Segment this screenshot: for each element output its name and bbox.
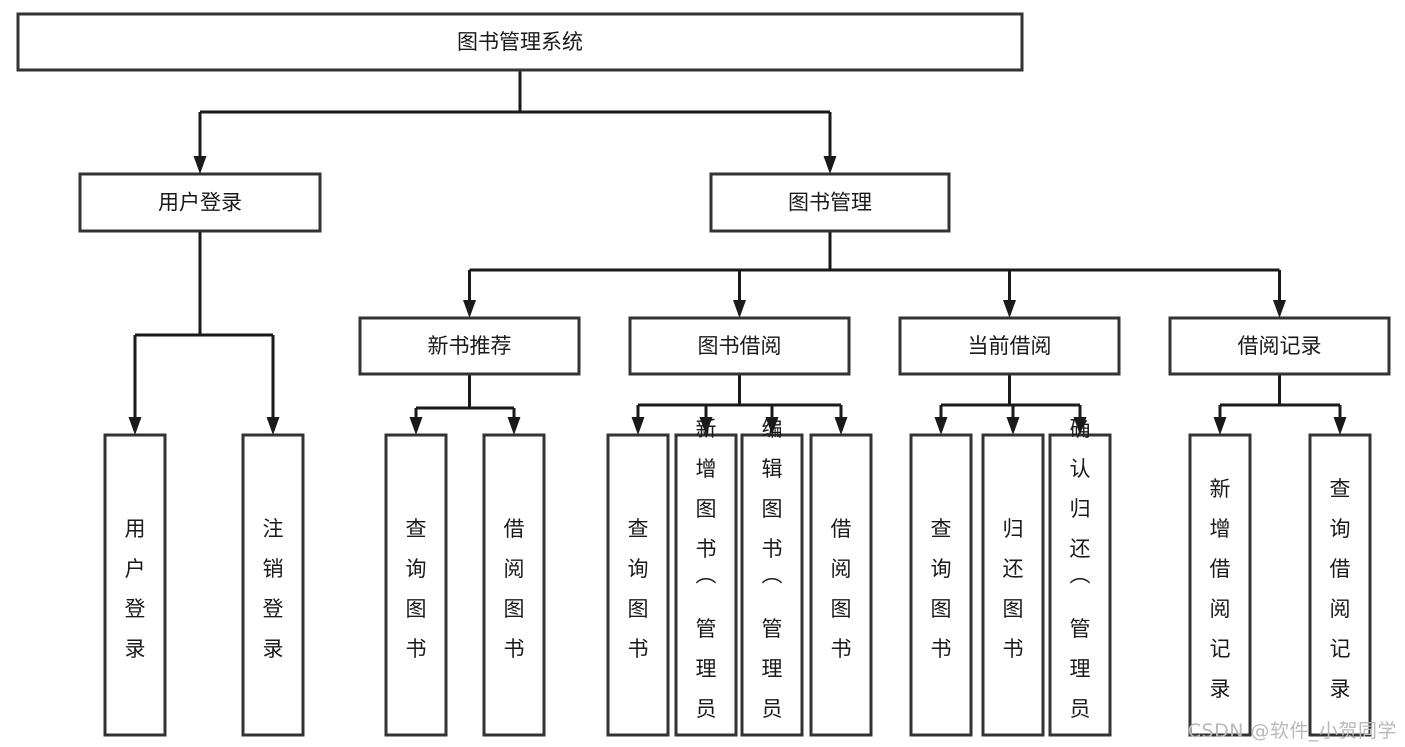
node-box-leaf-confirm-return[interactable] [1048, 433, 1112, 737]
node-leaf-edit-book[interactable]: 编辑图书⌒管理员⌢ [740, 417, 804, 747]
arrowhead-icon [1073, 417, 1087, 435]
node-leaf-confirm-return[interactable]: 确认归还⌒管理员⌢ [1048, 417, 1112, 747]
arrowhead-icon [699, 417, 713, 435]
node-label-borrow-record: 借阅记录 [1238, 334, 1322, 358]
node-leaf-add-book[interactable]: 新增图书⌒管理员⌢ [674, 417, 738, 747]
node-book-manage[interactable]: 图书管理 [709, 172, 951, 233]
node-box-leaf-user-login[interactable] [103, 433, 167, 737]
arrowhead-icon [934, 417, 948, 435]
node-label-leaf-user-login: 用户登录 [125, 517, 146, 661]
arrowhead-icon [834, 417, 848, 435]
node-label-leaf-logout: 注销登录 [263, 517, 284, 661]
node-label-new-book-rec: 新书推荐 [428, 334, 512, 358]
node-leaf-add-record[interactable]: 新增借阅记录 [1188, 433, 1252, 737]
node-box-user-login[interactable] [78, 172, 322, 233]
arrowhead-icon [409, 417, 423, 435]
node-leaf-logout[interactable]: 注销登录 [241, 433, 305, 737]
node-leaf-borrow-book-2[interactable]: 借阅图书 [809, 433, 873, 737]
arrowhead-icon [128, 417, 142, 435]
node-label-user-login: 用户登录 [158, 191, 242, 215]
arrowhead-icon [1273, 300, 1286, 318]
node-box-new-book-rec[interactable] [358, 316, 581, 376]
node-label-book-borrow: 图书借阅 [698, 334, 782, 358]
node-book-borrow[interactable]: 图书借阅 [628, 316, 851, 376]
arrowhead-icon [1003, 300, 1016, 318]
node-leaf-return-book[interactable]: 归还图书 [981, 433, 1045, 737]
node-borrow-record[interactable]: 借阅记录 [1168, 316, 1391, 376]
node-label-leaf-return-book: 归还图书 [1003, 517, 1024, 661]
node-label-leaf-query-book-3: 查询图书 [931, 517, 952, 661]
node-label-leaf-edit-book: 编辑图书⌒管理员⌢ [762, 417, 783, 747]
node-box-borrow-record[interactable] [1168, 316, 1391, 376]
node-new-book-rec[interactable]: 新书推荐 [358, 316, 581, 376]
arrowhead-icon [1213, 417, 1227, 435]
node-box-leaf-query-book-2[interactable] [606, 433, 670, 737]
node-label-leaf-borrow-book-1: 借阅图书 [504, 517, 525, 661]
node-box-leaf-borrow-book-1[interactable] [482, 433, 546, 737]
node-box-root[interactable] [16, 12, 1024, 72]
connectors-layer [128, 70, 1347, 435]
node-label-root: 图书管理系统 [457, 30, 583, 54]
node-label-leaf-query-book-2: 查询图书 [628, 517, 649, 661]
node-box-leaf-borrow-book-2[interactable] [809, 433, 873, 737]
node-user-login[interactable]: 用户登录 [78, 172, 322, 233]
node-label-book-manage: 图书管理 [788, 191, 872, 215]
node-box-book-borrow[interactable] [628, 316, 851, 376]
node-box-leaf-edit-book[interactable] [740, 433, 804, 737]
node-box-leaf-query-book-3[interactable] [909, 433, 973, 737]
node-box-leaf-logout[interactable] [241, 433, 305, 737]
node-leaf-borrow-book-1[interactable]: 借阅图书 [482, 433, 546, 737]
node-box-leaf-query-book-1[interactable] [384, 433, 448, 737]
node-leaf-query-record[interactable]: 查询借阅记录 [1308, 433, 1372, 737]
arrowhead-icon [507, 417, 521, 435]
node-leaf-query-book-2[interactable]: 查询图书 [606, 433, 670, 737]
arrowhead-icon [1006, 417, 1020, 435]
arrowhead-icon [266, 417, 280, 435]
node-box-book-manage[interactable] [709, 172, 951, 233]
node-label-leaf-add-book: 新增图书⌒管理员⌢ [696, 417, 717, 747]
arrowhead-icon [733, 300, 746, 318]
node-current-borrow[interactable]: 当前借阅 [898, 316, 1121, 376]
node-leaf-user-login[interactable]: 用户登录 [103, 433, 167, 737]
node-label-leaf-query-book-1: 查询图书 [406, 517, 427, 661]
node-box-current-borrow[interactable] [898, 316, 1121, 376]
arrowhead-icon [823, 156, 837, 174]
nodes-layer: 图书管理系统用户登录图书管理新书推荐图书借阅当前借阅借阅记录用户登录注销登录查询… [16, 12, 1391, 747]
arrowhead-icon [463, 300, 476, 318]
arrowhead-icon [631, 417, 645, 435]
node-label-leaf-confirm-return: 确认归还⌒管理员⌢ [1070, 417, 1091, 747]
node-leaf-query-book-1[interactable]: 查询图书 [384, 433, 448, 737]
node-root[interactable]: 图书管理系统 [16, 12, 1024, 72]
node-label-leaf-borrow-book-2: 借阅图书 [831, 517, 852, 661]
node-label-leaf-query-record: 查询借阅记录 [1330, 477, 1351, 701]
node-label-current-borrow: 当前借阅 [968, 334, 1052, 358]
arrowhead-icon [765, 417, 779, 435]
node-box-leaf-query-record[interactable] [1308, 433, 1372, 737]
arrowhead-icon [1333, 417, 1347, 435]
node-box-leaf-return-book[interactable] [981, 433, 1045, 737]
node-box-leaf-add-book[interactable] [674, 433, 738, 737]
node-label-leaf-add-record: 新增借阅记录 [1210, 477, 1231, 701]
arrowhead-icon [193, 156, 207, 174]
node-leaf-query-book-3[interactable]: 查询图书 [909, 433, 973, 737]
node-box-leaf-add-record[interactable] [1188, 433, 1252, 737]
